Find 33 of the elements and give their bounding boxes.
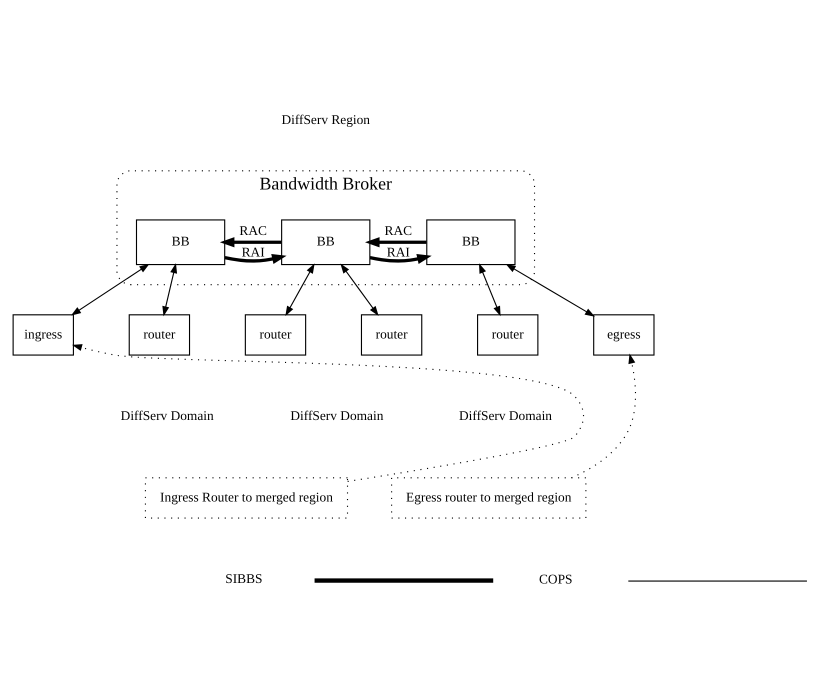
arrow (70, 264, 150, 316)
arrow (365, 237, 426, 248)
node-box: router (128, 314, 190, 356)
node-box: Ingress Router to merged region (144, 477, 348, 519)
arrow (370, 254, 432, 264)
edge-label: RAI (242, 244, 265, 260)
node-box: BB (281, 219, 370, 266)
node-box: Egress router to merged region (391, 477, 586, 519)
legend-label: SIBBS (225, 570, 262, 586)
arrow (72, 344, 584, 482)
node-box: router (360, 314, 422, 356)
arrow (220, 237, 282, 248)
edge-label: RAC (384, 223, 412, 238)
edge-label: RAI (386, 244, 410, 260)
arrow (571, 354, 636, 478)
label: DiffServ Domain (120, 408, 214, 423)
legend-label: COPS (538, 571, 572, 586)
arrow (224, 254, 287, 264)
arrow (506, 264, 595, 317)
label: DiffServ Region (281, 112, 370, 128)
label: DiffServ Domain (458, 408, 552, 423)
label: DiffServ Domain (290, 408, 384, 423)
node-box: BB (136, 219, 226, 266)
arrow (285, 263, 315, 316)
node-box: router (244, 314, 306, 356)
node-box: router (477, 314, 538, 356)
edge-label: RAC (239, 223, 267, 238)
arrow (478, 263, 501, 316)
node-box: BB (426, 219, 516, 266)
arrow (340, 263, 379, 316)
arrow (162, 263, 178, 316)
node-box: ingress (12, 314, 74, 356)
node-box: egress (593, 314, 655, 356)
